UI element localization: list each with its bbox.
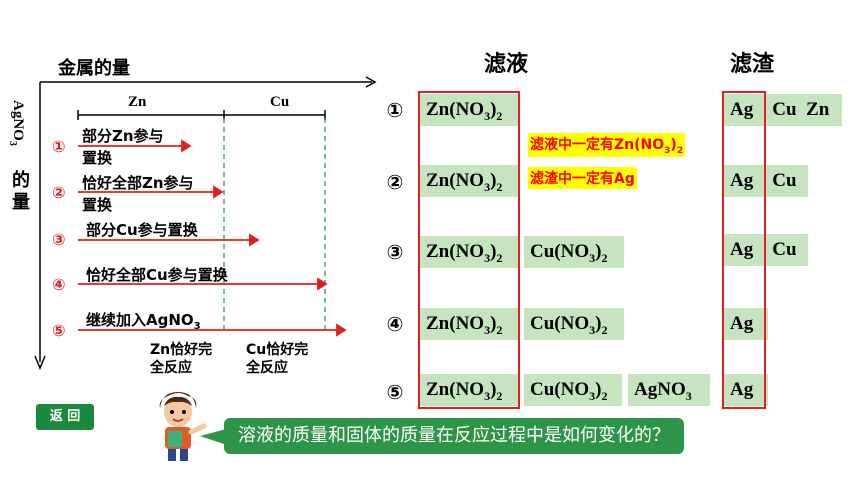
step-1-text-line1: 部分Zn参与	[82, 127, 164, 145]
row-number-2: ②	[386, 170, 404, 194]
step-5-number: ⑤	[52, 321, 66, 340]
filtrate-zn-no3-row5: Zn(NO3)2	[420, 374, 518, 406]
header-residue: 滤渣	[730, 52, 775, 77]
residue-row1: Ag Cu Zn	[724, 94, 842, 126]
note-residue-contains: 滤渣中一定有Ag	[528, 167, 637, 189]
y-axis-arrow	[34, 355, 46, 370]
header-filtrate: 滤液	[484, 52, 529, 77]
step-3-text: 部分Cu参与置换	[86, 221, 198, 239]
residue-row5: Ag	[724, 374, 768, 406]
step-2-number: ②	[52, 183, 66, 202]
step-4-text: 恰好全部Cu参与置换	[86, 266, 228, 284]
step-2-text-line1: 恰好全部Zn参与	[82, 174, 194, 192]
residue-row4: Ag	[724, 308, 768, 340]
filtrate-zn-highlight-box	[418, 91, 520, 409]
student-cartoon-icon	[159, 392, 207, 461]
residue-row2: Ag Cu	[724, 165, 808, 197]
residue-row3: Ag Cu	[724, 234, 808, 266]
filtrate-cu-no3-row3: Cu(NO3)2	[524, 236, 624, 268]
axes-diagram	[34, 76, 377, 370]
y-axis-label-liang: 量	[12, 192, 30, 213]
filtrate-agno3-row5: AgNO3	[628, 374, 710, 406]
filtrate-cu-no3-row5: Cu(NO3)2	[524, 374, 622, 406]
speech-bubble-tail	[200, 428, 230, 446]
note-filtrate-contains: 滤液中一定有Zn(NO3)2	[528, 133, 686, 157]
step-2-text-line2: 置换	[82, 196, 113, 214]
back-button[interactable]: 返 回	[36, 404, 94, 430]
row-number-5: ⑤	[386, 380, 404, 404]
row-number-3: ③	[386, 240, 404, 264]
x-axis-arrow	[365, 76, 377, 88]
x-axis-label: 金属的量	[58, 58, 130, 79]
filtrate-cu-no3-row4: Cu(NO3)2	[524, 308, 624, 340]
y-axis-label-de: 的	[12, 170, 30, 191]
step-5-text: 继续加入AgNO3	[86, 311, 201, 332]
cu-complete-marker: Cu恰好完全反应	[246, 342, 309, 376]
filtrate-zn-no3-row1: Zn(NO3)2	[420, 94, 518, 126]
residue-ag-highlight-box	[722, 91, 766, 409]
question-bubble: 溶液的质量和固体的质量在反应过程中是如何变化的？	[224, 418, 684, 454]
segment-label-zn: Zn	[128, 94, 147, 110]
filtrate-zn-no3-row2: Zn(NO3)2	[420, 165, 518, 197]
step-4-number: ④	[52, 275, 66, 294]
step-1-text-line2: 置换	[82, 149, 113, 167]
step-1-number: ①	[52, 137, 66, 156]
filtrate-zn-no3-row4: Zn(NO3)2	[420, 308, 518, 340]
zn-complete-marker: Zn恰好完全反应	[150, 342, 213, 376]
filtrate-zn-no3-row3: Zn(NO3)2	[420, 236, 518, 268]
row-number-1: ①	[386, 98, 404, 122]
row-number-4: ④	[386, 312, 404, 336]
segment-label-cu: Cu	[270, 94, 290, 110]
y-axis-label-formula: AgNO3	[7, 100, 26, 146]
step-3-number: ③	[52, 230, 66, 249]
